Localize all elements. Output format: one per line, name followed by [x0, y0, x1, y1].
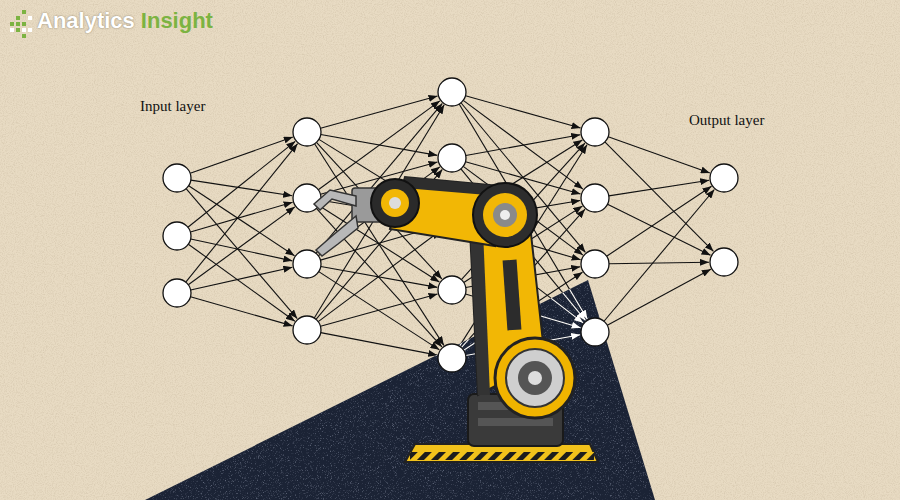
network-arrow: [608, 137, 710, 173]
network-arrow: [186, 189, 297, 319]
network-arrow: [191, 180, 292, 196]
neuron-circle: [293, 250, 321, 278]
layer-label: Input layer: [140, 98, 205, 115]
network-arrow: [188, 141, 295, 227]
neuron-circle: [710, 248, 738, 276]
network-arrow: [321, 266, 437, 287]
neuron-circle: [293, 316, 321, 344]
network-arrow: [188, 244, 295, 321]
network-arrow: [609, 180, 709, 196]
network-arrow: [320, 96, 437, 128]
network-arrow: [188, 244, 295, 321]
network-arrow: [318, 101, 440, 190]
network-arrow: [607, 186, 712, 256]
dark-triangle: [140, 275, 660, 500]
network-arrow: [315, 144, 444, 346]
network-arrow: [607, 269, 711, 325]
network-arrow: [321, 134, 437, 155]
network-arrow: [191, 180, 292, 196]
robot-arm: [314, 177, 598, 462]
network-arrow: [189, 186, 295, 256]
network-arrow: [186, 144, 298, 282]
network-arrow: [321, 333, 438, 356]
network-arrow: [315, 144, 444, 346]
logo-text-box: Analytics: [37, 8, 135, 34]
network-arrow: [188, 207, 295, 285]
network-arrow: [186, 144, 298, 282]
network-arrow: [605, 142, 714, 251]
layer-label-box: Input layer: [140, 98, 205, 115]
network-arrow: [608, 204, 711, 255]
network-arrow: [188, 207, 295, 285]
network-neurons: [163, 78, 738, 372]
neuron-circle: [438, 276, 466, 304]
network-arrow: [461, 103, 585, 253]
network-arrow: [604, 189, 714, 321]
network-arrow: [320, 294, 437, 326]
neuron-circle: [438, 78, 466, 106]
network-arrow: [190, 202, 292, 232]
neuron-circle: [163, 279, 191, 307]
neuron-circle: [163, 222, 191, 250]
network-arrow: [465, 96, 580, 128]
network-lines: [186, 96, 715, 356]
network-arrow: [465, 96, 580, 128]
network-arrow: [463, 100, 583, 189]
layer-label: Output layer: [689, 112, 764, 129]
layer-label-box: Output layer: [689, 112, 764, 129]
neuron-circle: [710, 164, 738, 192]
network-arrow: [190, 297, 292, 326]
neuron-circle: [581, 318, 609, 346]
network-arrow: [607, 186, 712, 256]
logo-text-box: Insight: [141, 8, 213, 34]
network-arrow: [463, 100, 583, 189]
network-arrow: [604, 189, 714, 321]
network-arrow: [190, 137, 293, 173]
network-arrow: [190, 202, 292, 232]
neuron-circle: [581, 118, 609, 146]
network-arrow: [190, 297, 292, 326]
network-arrow: [318, 101, 440, 190]
network-arrow: [609, 262, 709, 264]
network-arrow: [466, 135, 580, 156]
network-lines-highlight: [186, 96, 715, 356]
network-arrow: [319, 272, 440, 350]
neuron-circle: [293, 118, 321, 146]
network-arrow: [188, 141, 295, 227]
logo-text: Analytics: [37, 8, 135, 34]
neuron-circle: [163, 164, 191, 192]
logo-icon: [10, 10, 32, 38]
network-arrow: [191, 239, 293, 261]
network-arrow: [320, 96, 437, 128]
network-arrow: [320, 294, 437, 326]
network-arrow: [191, 267, 293, 290]
neuron-circle: [438, 144, 466, 172]
network-arrow: [608, 137, 710, 173]
network-arrow: [607, 269, 711, 325]
network-arrow: [609, 180, 709, 196]
network-arrow: [186, 189, 297, 319]
network-arrow: [321, 333, 438, 356]
neuron-circle: [581, 184, 609, 212]
neuron-circle: [581, 250, 609, 278]
network-arrow: [319, 272, 440, 350]
logo-text: Insight: [141, 8, 213, 34]
network-arrow: [191, 267, 293, 290]
network-arrow: [605, 142, 714, 251]
network-arrow: [609, 262, 709, 264]
neuron-circle: [438, 344, 466, 372]
